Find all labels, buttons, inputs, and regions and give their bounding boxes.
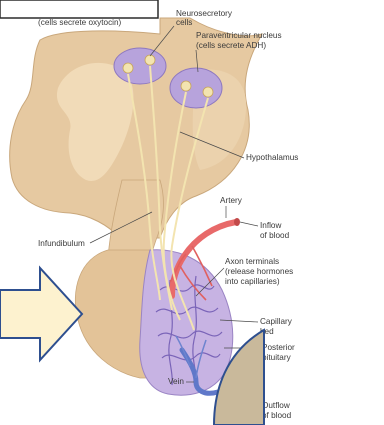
vein-label: Vein [168, 377, 184, 386]
axon-terminals-label-1: Axon terminals [225, 257, 279, 266]
supraoptic-label: (cells secrete oxytocin) [38, 18, 122, 27]
hypothalamus-label: Hypothalamus [246, 153, 298, 162]
overlay-white-patch [264, 330, 384, 425]
inflow-label-2: of blood [260, 231, 290, 240]
infundibulum-label: Infundibulum [38, 239, 85, 248]
artery-opening [234, 218, 240, 226]
neurosecretory-label-1: Neurosecretory [176, 9, 233, 18]
posterior-pituitary [140, 250, 233, 395]
callout-arrow [0, 268, 82, 360]
axon-terminals-label-3: into capillaries) [225, 277, 280, 286]
artery-label: Artery [220, 196, 243, 205]
paraventricular-nucleus [170, 68, 222, 108]
supraoptic-nucleus [114, 48, 166, 84]
axon-terminals-label-2: (release hormones [225, 267, 293, 276]
paraventricular-label-2: (cells secrete ADH) [196, 41, 266, 50]
top-left-label-box [0, 0, 158, 18]
neurosecretory-label-2: cells [176, 18, 192, 27]
paraventricular-label-1: Paraventricular nucleus [196, 31, 282, 40]
inflow-label-1: Inflow [260, 221, 281, 230]
capillary-bed-label-1: Capillary [260, 317, 293, 326]
